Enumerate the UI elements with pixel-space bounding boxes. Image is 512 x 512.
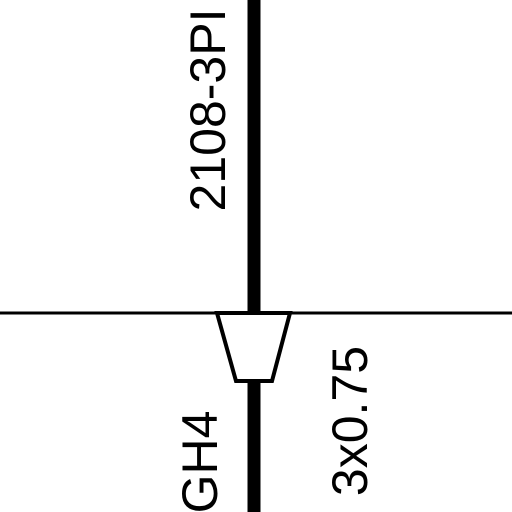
cable-label-upper: 2108-3PI [180,8,236,212]
cable-label-lower-left: GH4 [172,410,228,512]
cable-spec-lower-right: 3x0.75 [322,345,378,497]
cable-gland-symbol [214,311,293,383]
